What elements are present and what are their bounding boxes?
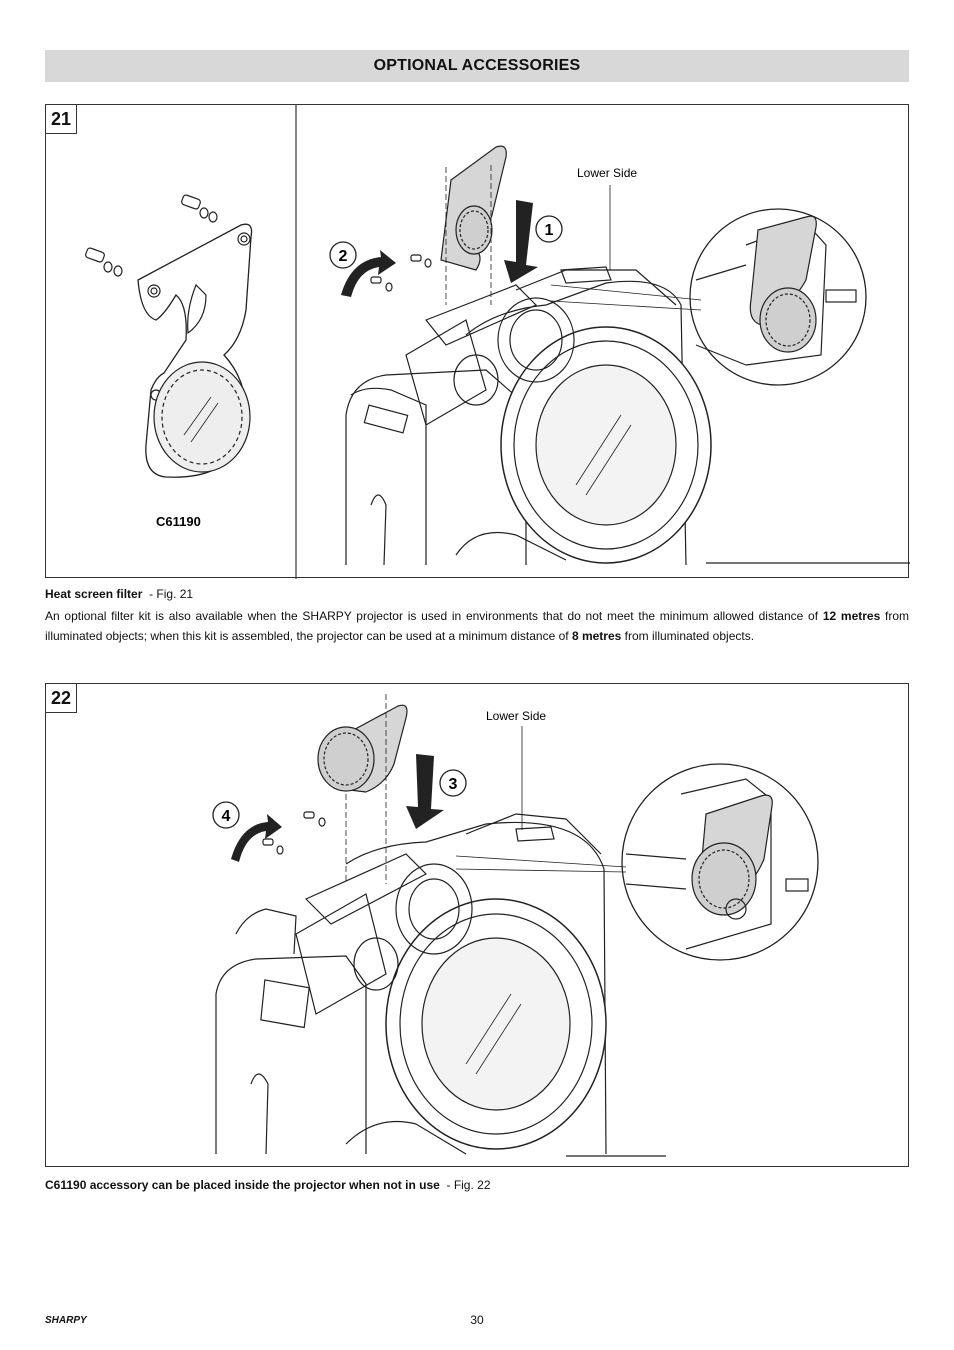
part-code-label: C61190 [156,514,201,529]
step-4-circle [212,801,240,829]
step-2-label: 2 [339,248,348,265]
page-number: 30 [470,1313,484,1327]
paragraph-text-1: An optional filter kit is also available… [45,609,823,623]
figure-21-drawing: 1 2 Lower Side C61190 [85,105,910,579]
paragraph-text-3: from illuminated objects. [621,629,755,643]
caption-22-title: C61190 accessory can be placed inside th… [45,1178,440,1192]
zoom-detail-22 [625,778,809,950]
paragraph-bold-1: 12 metres [822,609,881,623]
arrow-down [504,200,538,283]
step-2-circle [329,241,357,269]
arrow-down-22 [406,754,444,829]
figure-22-drawing: 3 4 Lower Side [212,694,819,1157]
caption-21: Heat screen filter - Fig. 21 [45,587,193,601]
step-4-label: 4 [222,808,231,825]
step-1-label: 1 [545,222,554,239]
section-title: OPTIONAL ACCESSORIES [45,50,909,82]
caption-21-ref: - Fig. 21 [149,587,194,601]
zoom-detail [695,215,857,366]
projector-head-drawing [345,269,910,566]
arrow-curved [341,250,396,297]
filter-placing [317,694,408,884]
step-3-circle [439,769,467,797]
step-1-circle [535,215,563,243]
paragraph-bold-2: 8 metres [571,629,622,643]
figure-21-number: 21 [46,105,77,134]
figure-22: 3 4 Lower Side 22 [45,683,909,1167]
projector-head-drawing-22 [215,813,666,1157]
figure-21: 1 2 Lower Side C61190 21 [45,104,910,579]
footer-brand: SHARPY [45,1315,87,1326]
step-3-label: 3 [449,776,458,793]
lower-side-label-22: Lower Side [486,709,546,723]
caption-22-ref: - Fig. 22 [446,1178,491,1192]
filter-installing [440,145,507,305]
arrow-curved-22 [231,814,282,862]
lower-side-label: Lower Side [577,166,637,180]
caption-22: C61190 accessory can be placed inside th… [45,1178,491,1192]
figure-22-number: 22 [46,684,77,713]
body-paragraph: An optional filter kit is also available… [45,606,909,646]
filter-bracket-part [85,194,253,478]
paragraph-text-2: from illuminated objects; when this kit … [45,609,910,643]
caption-21-title: Heat screen filter [45,587,143,601]
